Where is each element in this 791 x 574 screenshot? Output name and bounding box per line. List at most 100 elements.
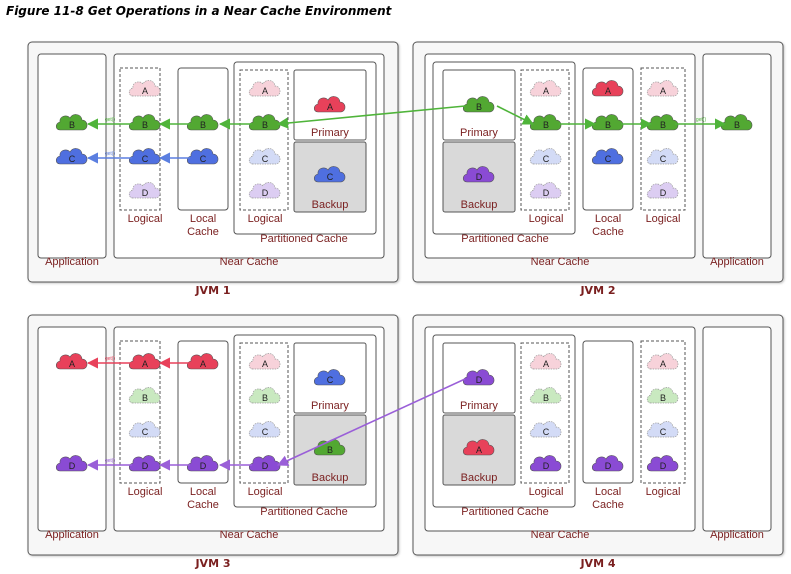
- svg-text:D: D: [476, 375, 483, 385]
- svg-text:C: C: [543, 427, 550, 437]
- svg-text:B: B: [476, 102, 482, 112]
- svg-text:D: D: [660, 461, 667, 471]
- primary-label: Primary: [311, 127, 349, 139]
- cloud-c: C: [248, 421, 281, 438]
- svg-text:B: B: [660, 120, 666, 130]
- svg-text:B: B: [69, 120, 75, 130]
- near-cache-label: Near Cache: [531, 256, 590, 268]
- svg-text:A: A: [142, 359, 148, 369]
- application-label: Application: [710, 529, 764, 541]
- svg-text:D: D: [660, 188, 667, 198]
- cloud-a: A: [646, 80, 679, 97]
- cloud-b: B: [248, 387, 281, 404]
- local-cache-label: Local: [190, 213, 216, 225]
- backup-label: Backup: [461, 472, 498, 484]
- svg-text:B: B: [200, 120, 206, 130]
- local-cache-label: Cache: [592, 499, 624, 511]
- cloud-a: A: [462, 439, 495, 456]
- backup-label: Backup: [461, 199, 498, 211]
- local-cache-label: Local: [190, 486, 216, 498]
- local-cache-label: Cache: [187, 226, 219, 238]
- logical-label: Logical: [529, 213, 564, 225]
- svg-text:D: D: [605, 461, 612, 471]
- application-label: Application: [710, 256, 764, 268]
- svg-text:A: A: [660, 86, 666, 96]
- application-box: [702, 53, 772, 259]
- primary-label: Primary: [460, 400, 498, 412]
- cloud-d: D: [529, 182, 562, 199]
- cloud-a: A: [248, 80, 281, 97]
- partitioned-cache-label: Partitioned Cache: [461, 233, 548, 245]
- svg-text:B: B: [543, 120, 549, 130]
- svg-text:B: B: [262, 393, 268, 403]
- svg-text:C: C: [262, 427, 269, 437]
- cloud-c: C: [529, 421, 562, 438]
- local-cache-label: Cache: [187, 499, 219, 511]
- cloud-b: B: [128, 387, 161, 404]
- cloud-a: A: [128, 80, 161, 97]
- partitioned-cache-label: Partitioned Cache: [260, 506, 347, 518]
- svg-text:C: C: [262, 154, 269, 164]
- get-label: get(): [696, 117, 707, 123]
- cloud-b: B: [313, 439, 346, 456]
- cloud-c: C: [313, 369, 346, 386]
- cloud-b: B: [646, 387, 679, 404]
- cloud-c: C: [591, 148, 624, 165]
- svg-text:A: A: [476, 445, 482, 455]
- svg-text:C: C: [327, 375, 334, 385]
- cloud-d: D: [55, 455, 88, 472]
- svg-text:C: C: [142, 427, 149, 437]
- svg-text:C: C: [543, 154, 550, 164]
- svg-text:B: B: [660, 393, 666, 403]
- svg-text:D: D: [142, 461, 149, 471]
- backup-label: Backup: [312, 199, 349, 211]
- svg-text:A: A: [69, 359, 75, 369]
- get-label: get(): [105, 117, 116, 123]
- svg-text:A: A: [262, 359, 268, 369]
- svg-text:C: C: [660, 427, 667, 437]
- svg-text:C: C: [142, 154, 149, 164]
- application-box: [37, 326, 107, 532]
- cloud-c: C: [248, 148, 281, 165]
- local-cache-box: [582, 67, 634, 211]
- svg-text:D: D: [69, 461, 76, 471]
- logical-label: Logical: [646, 486, 681, 498]
- cloud-c: C: [55, 148, 88, 165]
- partitioned-cache-label: Partitioned Cache: [461, 506, 548, 518]
- get-label: get(): [105, 356, 116, 362]
- jvm-label: JVM 3: [194, 557, 230, 570]
- cloud-a: A: [313, 96, 346, 113]
- svg-text:A: A: [327, 102, 333, 112]
- svg-text:C: C: [660, 154, 667, 164]
- cloud-d: D: [646, 182, 679, 199]
- cloud-a: A: [529, 353, 562, 370]
- svg-text:B: B: [142, 393, 148, 403]
- svg-text:B: B: [734, 120, 740, 130]
- svg-text:A: A: [262, 86, 268, 96]
- svg-text:D: D: [476, 172, 483, 182]
- cloud-c: C: [128, 421, 161, 438]
- application-label: Application: [45, 256, 99, 268]
- svg-text:A: A: [200, 359, 206, 369]
- svg-text:A: A: [605, 86, 611, 96]
- application-box: [702, 326, 772, 532]
- cloud-c: C: [529, 148, 562, 165]
- cloud-b: B: [55, 114, 88, 131]
- svg-text:A: A: [543, 359, 549, 369]
- svg-text:B: B: [605, 120, 611, 130]
- svg-text:A: A: [660, 359, 666, 369]
- cloud-a: A: [591, 80, 624, 97]
- svg-text:B: B: [327, 445, 333, 455]
- svg-text:D: D: [262, 461, 269, 471]
- cloud-c: C: [313, 166, 346, 183]
- jvm-label: JVM 1: [194, 284, 230, 297]
- partitioned-cache-label: Partitioned Cache: [260, 233, 347, 245]
- svg-text:B: B: [142, 120, 148, 130]
- cloud-c: C: [646, 421, 679, 438]
- cloud-d: D: [128, 182, 161, 199]
- svg-text:D: D: [543, 461, 550, 471]
- near-cache-label: Near Cache: [220, 529, 279, 541]
- cloud-d: D: [591, 455, 624, 472]
- cloud-a: A: [529, 80, 562, 97]
